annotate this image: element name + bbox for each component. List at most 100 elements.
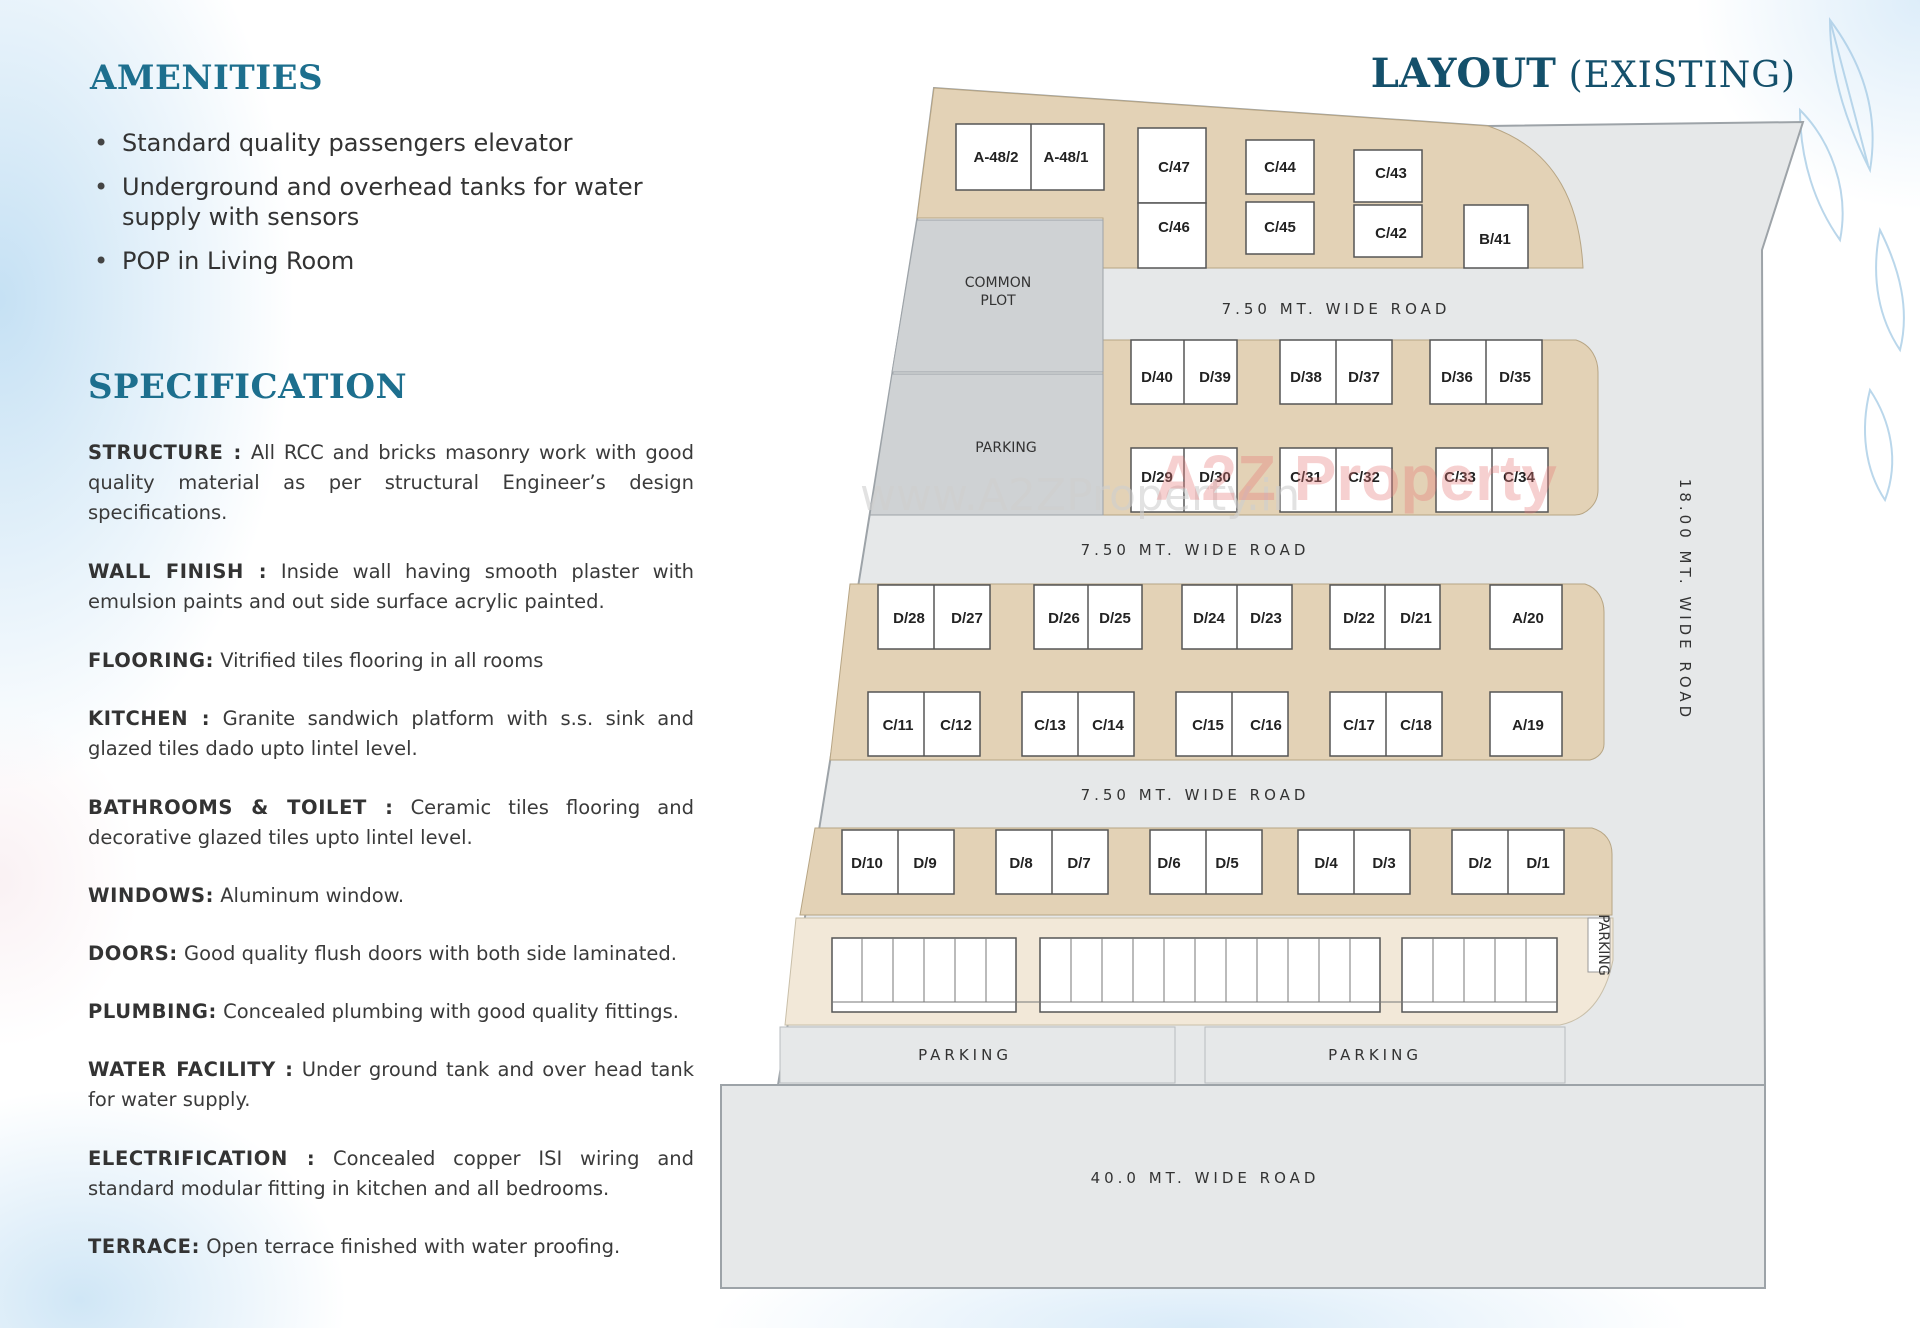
plot-label: C/16 [1250, 717, 1282, 734]
plot-c-47 [1137, 127, 1207, 204]
plot-c-42 [1353, 204, 1423, 258]
plot-a-48-2 [955, 123, 1105, 191]
parking-label: PARKING [918, 1046, 1012, 1064]
spec-windows: WINDOWS: Aluminum window. [88, 884, 405, 907]
main-road [720, 1084, 1766, 1289]
parking-label: PARKING [1595, 914, 1611, 975]
plot-label: D/9 [913, 855, 936, 872]
road-label: 7.50 MT. WIDE ROAD [1081, 786, 1310, 804]
plot-label: A/19 [1512, 717, 1544, 734]
plot-label: D/1 [1526, 855, 1549, 872]
common-plot-label: PLOT [980, 293, 1016, 309]
plot-c-44 [1245, 139, 1315, 195]
road-label: 40.0 MT. WIDE ROAD [1091, 1169, 1320, 1187]
spec-kitchen: KITCHEN : Granite sandwich platform with… [88, 707, 694, 760]
plot-label: D/7 [1067, 855, 1090, 872]
plot-label: D/27 [951, 610, 983, 627]
plot-label: D/29 [1141, 469, 1173, 486]
plot-label: D/40 [1141, 369, 1173, 386]
spec-electrification: ELECTRIFICATION : Concealed copper ISI w… [88, 1147, 695, 1200]
plot-label: D/28 [893, 610, 925, 627]
plot-label: D/8 [1009, 855, 1032, 872]
plot-c-45 [1245, 201, 1315, 255]
plot-label: C/46 [1158, 219, 1190, 236]
plot-label: D/35 [1499, 369, 1531, 386]
list-item: •POP in Living Room [94, 247, 355, 275]
plot-label: A/20 [1512, 610, 1544, 627]
plot-label: C/12 [940, 717, 972, 734]
plot-label: D/10 [851, 855, 883, 872]
plot-label: D/21 [1400, 610, 1432, 627]
spec-bathrooms: BATHROOMS & TOILET : Ceramic tiles floor… [88, 796, 694, 849]
parking-label: PARKING [1328, 1046, 1422, 1064]
watermark-url: www.A2ZProperty.in [860, 470, 1300, 521]
road-label: 7.50 MT. WIDE ROAD [1222, 300, 1451, 318]
spec-flooring: FLOORING: Vitrified tiles flooring in al… [88, 649, 544, 672]
amenities-list: •Standard quality passengers elevator •U… [88, 128, 694, 290]
plot-c-43 [1353, 149, 1423, 203]
plot-label: C/34 [1503, 469, 1535, 486]
plot-label: C/11 [883, 717, 914, 734]
plot-label: D/24 [1193, 610, 1225, 627]
plot-label: D/5 [1215, 855, 1238, 872]
plot-label: C/45 [1264, 219, 1296, 236]
parking-right-area [1204, 1026, 1566, 1084]
common-plot-label: COMMON [965, 275, 1031, 291]
plot-label: D/30 [1199, 469, 1231, 486]
common-plot-area [891, 219, 1104, 373]
spec-terrace: TERRACE: Open terrace finished with wate… [88, 1235, 621, 1258]
plot-label: A-48/2 [973, 149, 1018, 166]
plot-label: C/18 [1400, 717, 1432, 734]
plot-label: C/42 [1375, 225, 1407, 242]
plot-label: C/47 [1158, 159, 1190, 176]
bullet-icon: • [94, 173, 109, 201]
plot-label: C/14 [1092, 717, 1124, 734]
plot-b-41 [1463, 204, 1529, 269]
parking-left-area [779, 1026, 1176, 1084]
plot-label: D/38 [1290, 369, 1322, 386]
spec-wall-finish: WALL FINISH : Inside wall having smooth … [88, 560, 694, 613]
list-item: •Standard quality passengers elevator [94, 129, 573, 157]
plot-labels: A-48/2 A-48/1 C/47 C/44 C/43 C/46 C/45 C… [851, 149, 1550, 872]
shop-units [831, 937, 1558, 1013]
bullet-icon: • [94, 247, 109, 275]
plot-label: D/3 [1372, 855, 1395, 872]
watermark-logo: A2Z Property [1155, 442, 1557, 514]
spec-water-facility: WATER FACILITY : Under ground tank and o… [88, 1058, 694, 1111]
plot-grid [841, 123, 1565, 895]
plot-label: C/33 [1444, 469, 1476, 486]
plot-label: D/23 [1250, 610, 1282, 627]
plot-label: D/4 [1314, 855, 1338, 872]
plot-label: C/31 [1290, 469, 1322, 486]
plot-label: D/2 [1468, 855, 1491, 872]
plot-c-46 [1137, 202, 1207, 269]
leaf-decoration-icon [1798, 16, 1905, 503]
specification-heading: SPECIFICATION [88, 367, 408, 407]
plot-label: D/26 [1048, 610, 1080, 627]
plot-label: A-48/1 [1043, 149, 1088, 166]
list-item: •Underground and overhead tanks for wate… [94, 173, 643, 231]
plot-label: C/44 [1264, 159, 1296, 176]
plot-label: B/41 [1479, 231, 1511, 248]
plot-label: D/36 [1441, 369, 1473, 386]
plot-label: D/25 [1099, 610, 1131, 627]
spec-plumbing: PLUMBING: Concealed plumbing with good q… [88, 1000, 679, 1023]
parking-upper-area [869, 373, 1104, 516]
plot-label: D/6 [1157, 855, 1180, 872]
road-label: 18.00 MT. WIDE ROAD [1676, 479, 1694, 721]
plot-label: C/43 [1375, 165, 1407, 182]
bullet-icon: • [94, 129, 109, 157]
layout-title: LAYOUT (EXISTING) [1370, 50, 1796, 97]
plot-label: C/15 [1192, 717, 1224, 734]
plot-label: C/32 [1348, 469, 1380, 486]
parking-label: PARKING [975, 440, 1036, 456]
spec-doors: DOORS: Good quality flush doors with bot… [88, 942, 677, 965]
amenities-heading: AMENITIES [90, 58, 324, 98]
plot-label: C/17 [1343, 717, 1375, 734]
plot-label: D/39 [1199, 369, 1231, 386]
plot-label: D/37 [1348, 369, 1380, 386]
road-label: 7.50 MT. WIDE ROAD [1081, 541, 1310, 559]
side-parking-box [1587, 917, 1611, 973]
spec-structure: STRUCTURE : All RCC and bricks masonry w… [88, 441, 694, 524]
